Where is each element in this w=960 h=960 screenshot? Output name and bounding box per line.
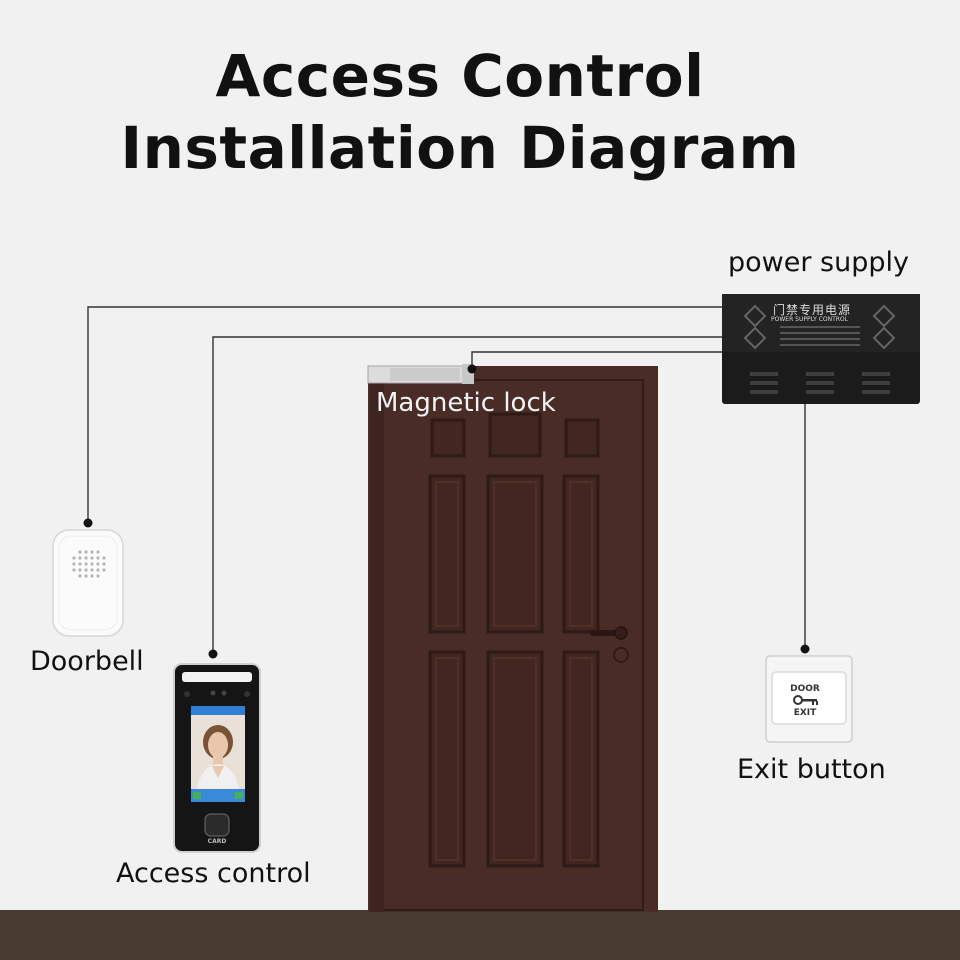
access-control-card-text: CARD bbox=[207, 838, 227, 845]
magnetic-lock-device bbox=[367, 364, 474, 384]
power-supply-housing-text-en: POWER SUPPLY CONTROL bbox=[771, 316, 848, 323]
wiring bbox=[87, 306, 806, 652]
doorbell-speaker-grill bbox=[72, 550, 106, 578]
wire-magnetic-lock bbox=[471, 351, 722, 368]
access-control-label: Access control bbox=[116, 858, 311, 889]
exit-button-device bbox=[765, 655, 853, 743]
exit-button-plate-text-exit: EXIT bbox=[793, 708, 817, 718]
exit-button-label: Exit button bbox=[737, 754, 886, 785]
key-icon bbox=[793, 695, 818, 705]
wire-doorbell bbox=[87, 306, 722, 523]
page-title-line-2: Installation Diagram bbox=[120, 114, 800, 182]
doorbell-device bbox=[52, 529, 124, 637]
door-handle bbox=[590, 626, 629, 663]
wire-endpoint-access-control bbox=[208, 649, 218, 659]
wire-endpoint-magnetic-lock bbox=[467, 364, 477, 374]
floor bbox=[0, 910, 960, 960]
access-control-device bbox=[173, 663, 261, 853]
door bbox=[368, 366, 658, 912]
power-supply-housing-text-cn: 门禁专用电源 bbox=[773, 303, 852, 317]
exit-button-plate-text-door: DOOR bbox=[790, 684, 820, 694]
face-photo bbox=[196, 725, 240, 794]
power-supply-device bbox=[722, 294, 920, 404]
magnetic-lock-label: Magnetic lock bbox=[376, 388, 556, 418]
wire-endpoint-doorbell bbox=[83, 518, 93, 528]
wire-endpoint-exit-button bbox=[800, 644, 810, 654]
wire-access-control bbox=[212, 336, 722, 652]
page-title-line-1: Access Control bbox=[215, 42, 705, 110]
power-supply-label: power supply bbox=[728, 247, 909, 278]
doorbell-label: Doorbell bbox=[30, 646, 144, 677]
